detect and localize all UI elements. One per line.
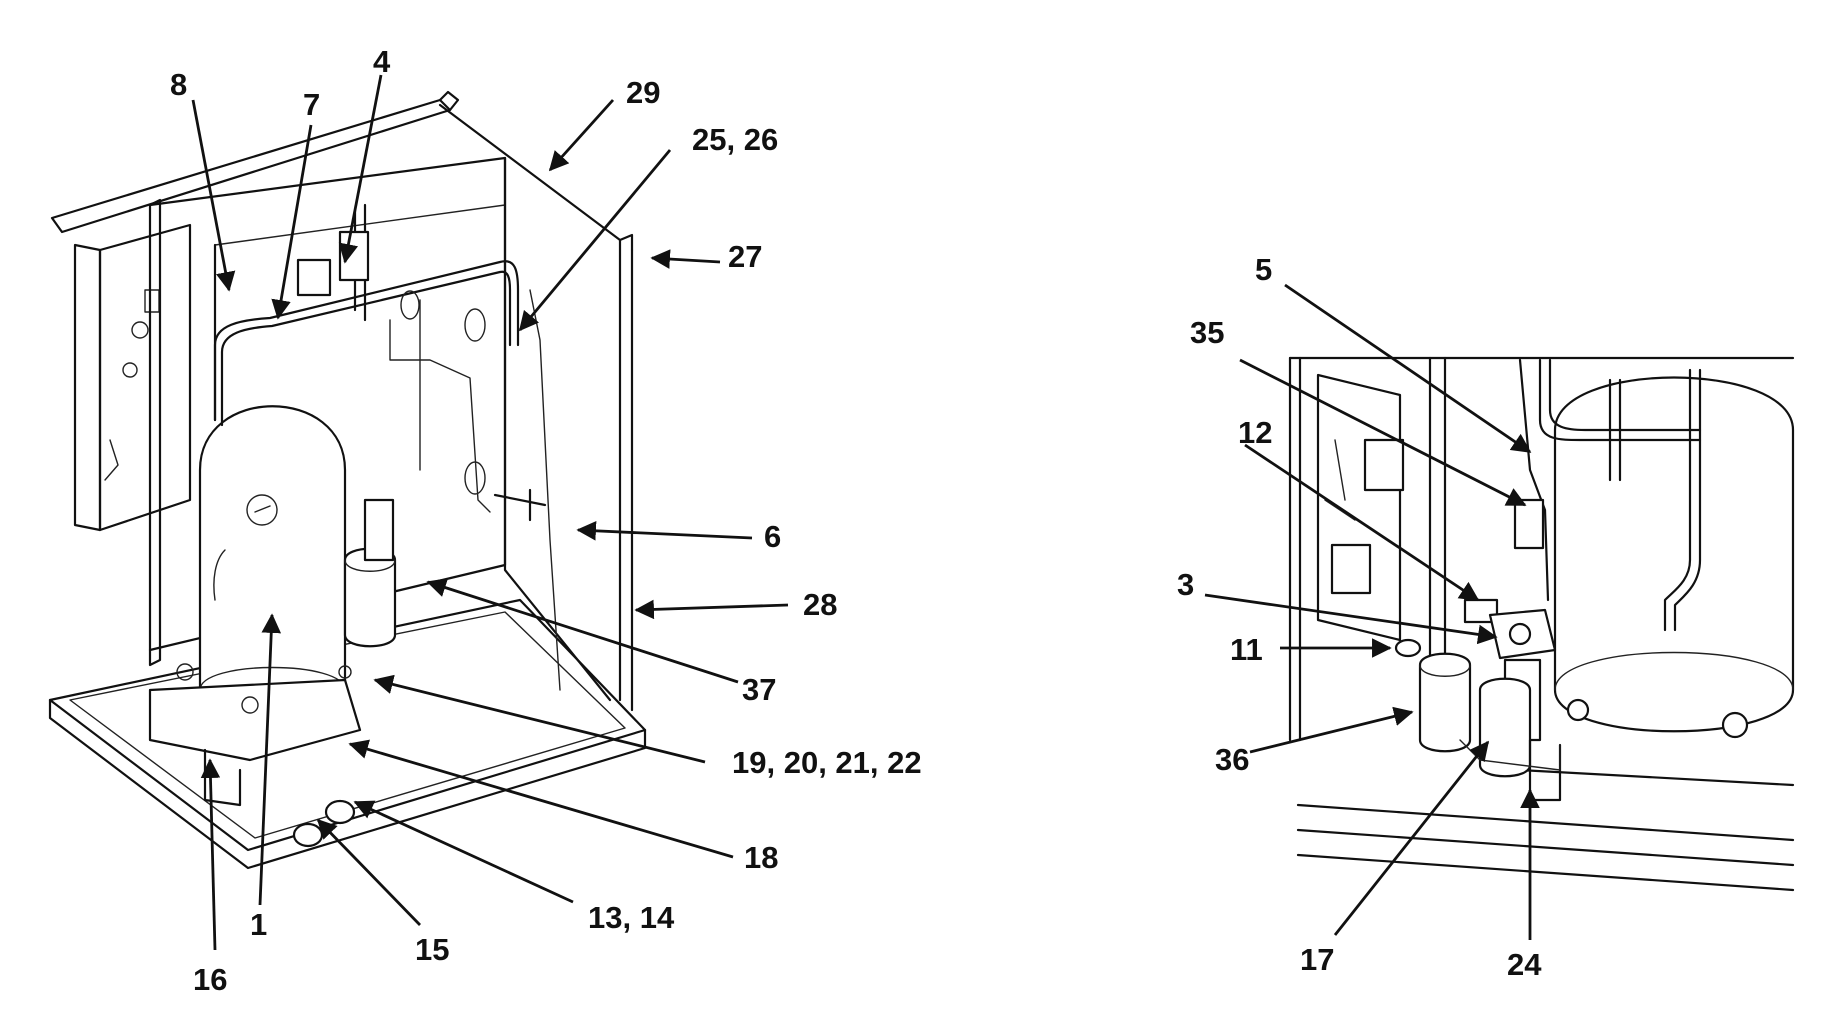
callout-1: 1 (250, 907, 267, 942)
leader-28 (634, 599, 789, 620)
leader-37 (426, 578, 739, 684)
callout-37: 37 (742, 672, 776, 707)
leader-19 (373, 674, 706, 764)
leader-16 (200, 758, 221, 951)
callout-17: 17 (1300, 942, 1334, 977)
callout-15: 15 (415, 932, 449, 967)
leader-12 (1244, 443, 1480, 602)
callout-8: 8 (170, 67, 187, 102)
leader-27 (650, 249, 721, 269)
leader-4 (338, 74, 383, 264)
callout-leaders (191, 74, 1540, 951)
callout-5: 5 (1255, 252, 1272, 287)
leader-36 (1249, 706, 1414, 754)
callout-29: 29 (626, 75, 660, 110)
right-detail-drawing (1288, 356, 1795, 892)
callout-16: 16 (193, 962, 227, 997)
callout-11: 11 (1230, 632, 1263, 667)
leader-18 (348, 739, 734, 859)
callout-36: 36 (1215, 742, 1249, 777)
leader-7 (271, 124, 313, 320)
leader-35 (1239, 358, 1527, 507)
leader-29 (548, 99, 615, 172)
callout-28: 28 (803, 587, 837, 622)
leader-3 (1204, 593, 1498, 645)
leader-1 (258, 613, 282, 906)
leader-25 (518, 149, 672, 332)
leader-6 (576, 521, 753, 541)
callout-18: 18 (744, 840, 778, 875)
callout-7: 7 (303, 87, 320, 122)
callout-25-26: 25, 26 (692, 122, 778, 157)
callout-24: 24 (1507, 947, 1542, 982)
callout-13-14: 13, 14 (588, 900, 675, 935)
leader-13 (353, 800, 574, 904)
callout-27: 27 (728, 239, 762, 274)
leader-17 (1333, 740, 1490, 936)
callout-19-20-21-22: 19, 20, 21, 22 (732, 745, 922, 780)
left-assembly-drawing (48, 90, 647, 870)
callout-4: 4 (373, 44, 391, 79)
callout-12: 12 (1238, 415, 1272, 450)
leader-15 (316, 818, 422, 926)
callout-6: 6 (764, 519, 781, 554)
leader-8 (191, 99, 236, 292)
callout-35: 35 (1190, 315, 1224, 350)
callout-3: 3 (1177, 567, 1194, 602)
callout-labels: 8 7 4 29 25, 26 27 6 28 37 19, 20, 21, 2… (170, 44, 1542, 997)
leader-5 (1284, 283, 1532, 454)
